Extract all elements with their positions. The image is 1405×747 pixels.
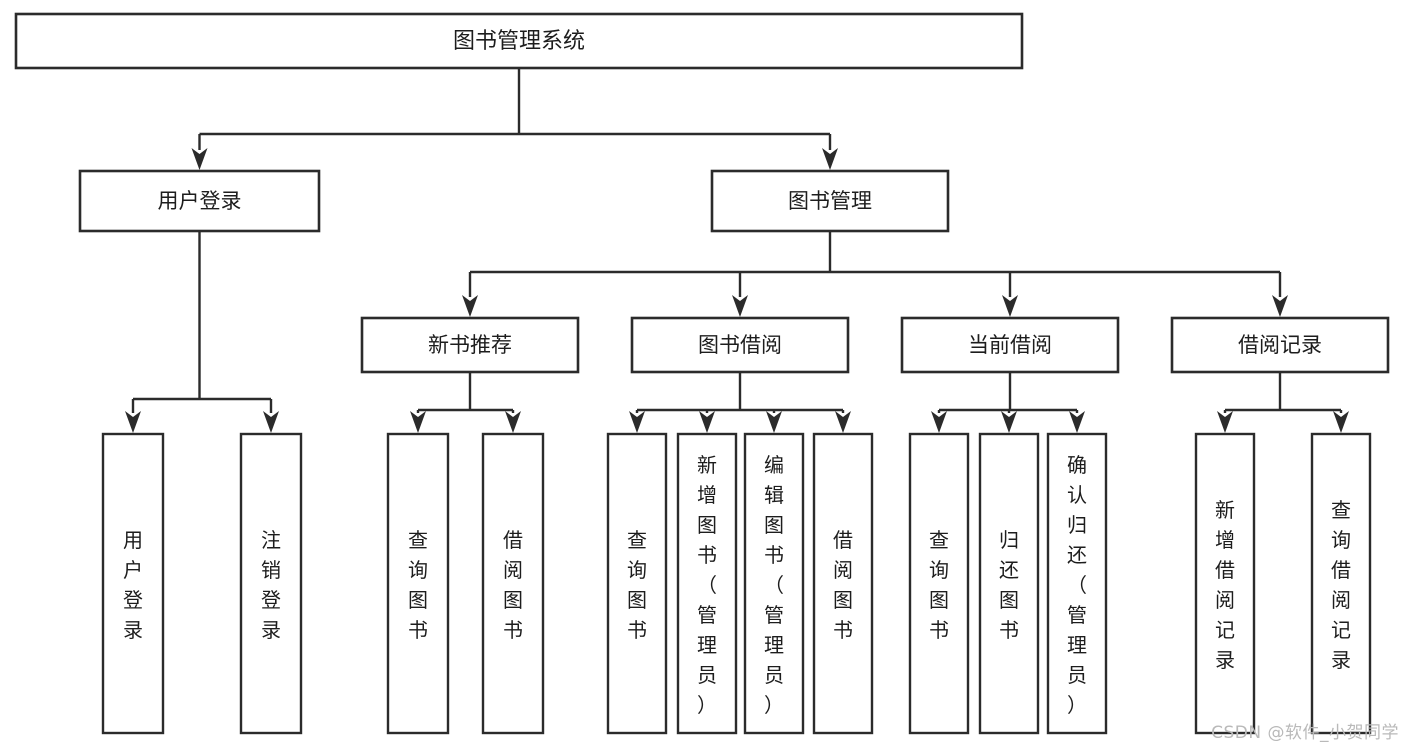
arrow-head-icon [822,148,838,170]
node-root[interactable]: 图书管理系统 [14,12,1024,70]
node-leaf-borrow-book-2[interactable]: 借阅图书 [812,432,874,735]
node-box-borrow-record [1170,316,1390,374]
arrow-head-icon [766,411,782,433]
node-label-leaf-add-book: 新增图书（管理员） [697,453,717,717]
node-label-leaf-query-book-3: 查询图书 [929,528,949,642]
node-layer: 图书管理系统用户登录图书管理新书推荐图书借阅当前借阅借阅记录用户登录注销登录查询… [14,12,1390,735]
node-label-book-manage: 图书管理 [788,189,872,213]
arrow-head-icon [191,148,208,170]
node-box-new-book-recommend [360,316,580,374]
arrow-head-icon [732,295,748,317]
node-label-borrow-record: 借阅记录 [1238,333,1322,357]
watermark: CSDN @软件_小贺同学 [1211,723,1399,743]
node-book-borrow[interactable]: 图书借阅 [630,316,850,374]
node-box-leaf-edit-book [743,432,805,735]
node-label-leaf-user-login: 用户登录 [123,528,143,642]
node-label-book-borrow: 图书借阅 [698,333,782,357]
node-leaf-edit-book[interactable]: 编辑图书（管理员） [743,432,805,735]
node-label-leaf-query-record: 查询借阅记录 [1331,498,1351,672]
connector-group-book-manage [462,231,1288,317]
node-label-user-login: 用户登录 [158,189,242,213]
arrow-head-icon [1217,411,1233,433]
connector-layer [125,68,1349,433]
arrow-head-icon [1272,295,1288,317]
node-current-borrow[interactable]: 当前借阅 [900,316,1120,374]
node-leaf-add-book[interactable]: 新增图书（管理员） [676,432,738,735]
node-leaf-add-record[interactable]: 新增借阅记录 [1194,432,1256,735]
node-label-root: 图书管理系统 [453,29,585,54]
arrow-head-icon [505,411,521,433]
node-label-current-borrow: 当前借阅 [968,333,1052,357]
node-label-leaf-borrow-book-2: 借阅图书 [833,528,853,642]
arrow-head-icon [1002,295,1018,317]
node-box-leaf-borrow-book-2 [812,432,874,735]
node-leaf-return-book[interactable]: 归还图书 [978,432,1040,735]
node-label-leaf-query-book-2: 查询图书 [627,528,647,642]
arrow-head-icon [1069,411,1085,433]
node-box-leaf-query-book-1 [386,432,450,735]
node-leaf-confirm-return[interactable]: 确认归还（管理员） [1046,432,1108,735]
node-box-leaf-return-book [978,432,1040,735]
arrow-head-icon [835,411,851,433]
node-box-book-borrow [630,316,850,374]
node-box-book-manage [710,169,950,233]
node-box-leaf-user-logout [239,432,303,735]
node-box-leaf-query-book-2 [606,432,668,735]
node-leaf-user-login[interactable]: 用户登录 [101,432,165,735]
arrow-head-icon [263,411,279,433]
node-leaf-query-book-3[interactable]: 查询图书 [908,432,970,735]
node-leaf-query-record[interactable]: 查询借阅记录 [1310,432,1372,735]
arrow-head-icon [462,295,478,317]
node-label-leaf-query-book-1: 查询图书 [408,528,428,642]
node-label-new-book-recommend: 新书推荐 [428,333,512,357]
node-label-leaf-user-logout: 注销登录 [261,528,281,642]
connector-group-root [191,68,838,170]
node-box-leaf-query-book-3 [908,432,970,735]
node-leaf-query-book-1[interactable]: 查询图书 [386,432,450,735]
node-user-login[interactable]: 用户登录 [78,169,321,233]
connector-group-user-login [125,231,279,433]
node-box-leaf-add-book [676,432,738,735]
node-label-leaf-return-book: 归还图书 [999,528,1019,642]
node-box-leaf-query-record [1310,432,1372,735]
node-leaf-query-book-2[interactable]: 查询图书 [606,432,668,735]
node-box-current-borrow [900,316,1120,374]
node-label-leaf-borrow-book-1: 借阅图书 [503,528,523,642]
node-box-leaf-borrow-book-1 [481,432,545,735]
connector-group-current-borrow [931,372,1085,433]
node-leaf-borrow-book-1[interactable]: 借阅图书 [481,432,545,735]
node-book-manage[interactable]: 图书管理 [710,169,950,233]
node-label-leaf-edit-book: 编辑图书（管理员） [764,453,784,717]
connector-group-book-borrow [629,372,851,433]
node-box-leaf-add-record [1194,432,1256,735]
node-label-leaf-confirm-return: 确认归还（管理员） [1067,453,1087,717]
node-leaf-user-logout[interactable]: 注销登录 [239,432,303,735]
node-box-leaf-confirm-return [1046,432,1108,735]
node-label-leaf-add-record: 新增借阅记录 [1215,498,1235,672]
arrow-head-icon [1333,411,1349,433]
arrow-head-icon [410,411,426,433]
arrow-head-icon [629,411,645,433]
node-new-book-recommend[interactable]: 新书推荐 [360,316,580,374]
connector-group-new-book-recommend [410,372,521,433]
node-box-leaf-user-login [101,432,165,735]
arrow-head-icon [1001,411,1017,433]
arrow-head-icon [125,411,141,433]
node-borrow-record[interactable]: 借阅记录 [1170,316,1390,374]
node-box-root [14,12,1024,70]
connector-group-borrow-record [1217,372,1349,433]
arrow-head-icon [699,411,715,433]
arrow-head-icon [931,411,947,433]
node-box-user-login [78,169,321,233]
